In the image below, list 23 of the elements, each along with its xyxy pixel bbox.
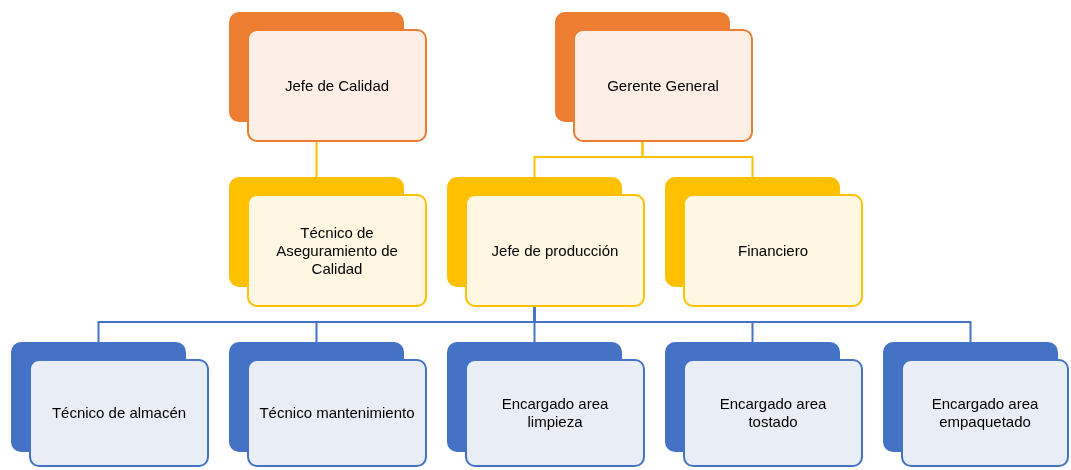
org-chart-card [447, 177, 645, 307]
org-chart-card [665, 177, 863, 307]
org-chart-card [229, 177, 427, 307]
org-chart-card [229, 342, 427, 467]
position-title: Técnico mantenimiento [259, 404, 415, 422]
org-chart-card [665, 342, 863, 467]
org-chart-card [229, 12, 427, 142]
position-title: Encargado area tostado [718, 395, 828, 431]
position-title: Gerente General [607, 76, 719, 95]
position-title: Técnico de almacén [51, 404, 187, 422]
position-title: Financiero [737, 241, 808, 260]
position-title: Técnico de Aseguramiento de Calidad [275, 223, 399, 278]
position-title: Encargado area limpieza [500, 395, 610, 431]
connector-line [641, 141, 754, 178]
org-chart-card [883, 342, 1069, 467]
org-chart-card [11, 342, 209, 467]
org-chart-card [555, 12, 753, 142]
org-chart-card [447, 342, 645, 467]
connector-line [533, 306, 972, 343]
position-title: Jefe de Calidad [284, 76, 390, 95]
position-title: Jefe de producción [491, 241, 619, 260]
position-title: Encargado area empaquetado [930, 395, 1040, 431]
connector-line [315, 141, 318, 178]
